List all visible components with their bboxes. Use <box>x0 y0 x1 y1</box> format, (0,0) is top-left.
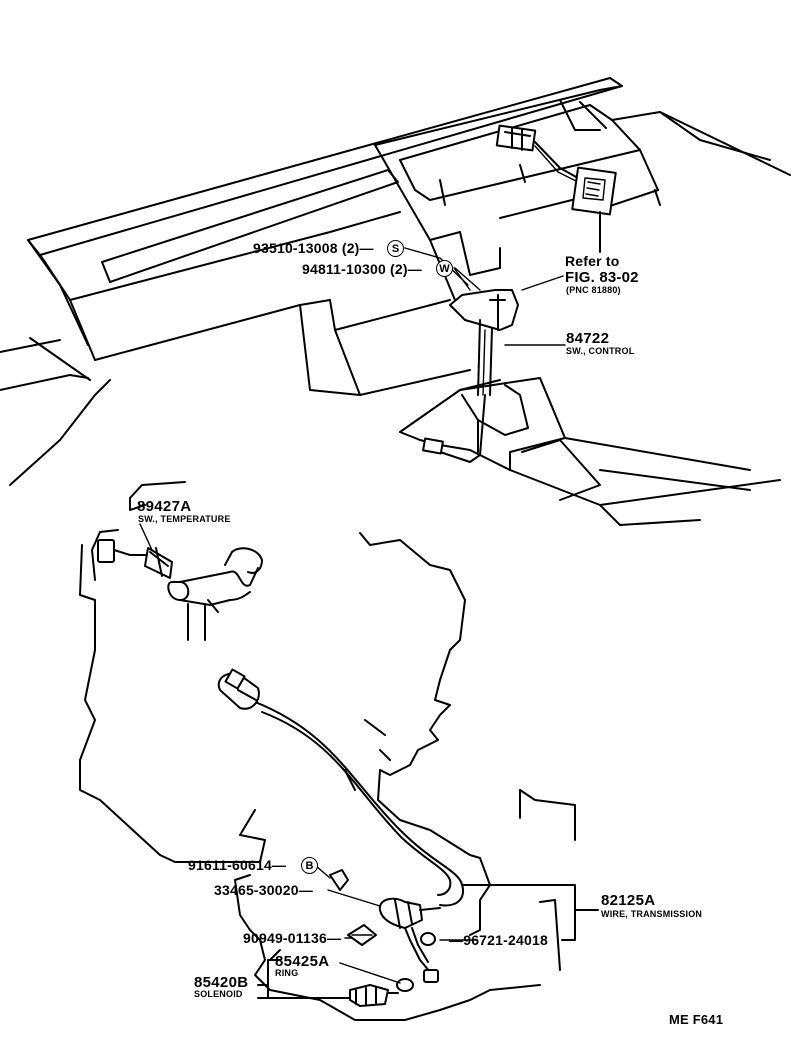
washer-marker-w: W <box>436 260 453 277</box>
washer-part-number: 94811-10300 (2)— <box>302 261 422 277</box>
oring-small-part-number: 90949-01136— <box>243 930 342 946</box>
reference-line-3: (PNC 81880) <box>566 285 621 295</box>
solenoid-name: SOLENOID <box>194 989 243 999</box>
ring-name: RING <box>275 968 299 978</box>
bolt-marker-s: S <box>387 240 404 257</box>
reference-line-1: Refer to <box>565 253 620 269</box>
bolt-part-number: 93510-13008 (2)— <box>253 240 374 256</box>
reference-line-2: FIG. 83-02 <box>565 269 639 286</box>
figure-code: ME F641 <box>669 1012 724 1027</box>
pin-marker-b: B <box>301 857 318 874</box>
control-switch-name: SW., CONTROL <box>566 346 635 356</box>
ring-number: 85425A <box>275 953 330 970</box>
ring-oring-part-number: —96721-24018 <box>449 932 548 948</box>
transmission-wire-name: WIRE, TRANSMISSION <box>601 909 703 919</box>
temperature-switch-number: 89427A <box>137 498 192 515</box>
control-switch-number: 84722 <box>566 330 610 347</box>
transmission-wire-number: 82125A <box>601 892 656 909</box>
clamp-part-number: 33465-30020— <box>214 882 313 898</box>
temperature-switch-illustration <box>91 481 263 641</box>
instrument-panel-illustration <box>0 77 791 526</box>
transmission-illustration <box>79 267 599 1021</box>
pin-part-number: 91611-60614— <box>188 857 287 873</box>
temperature-switch-name: SW., TEMPERATURE <box>138 514 231 524</box>
solenoid-number: 85420B <box>194 974 249 991</box>
